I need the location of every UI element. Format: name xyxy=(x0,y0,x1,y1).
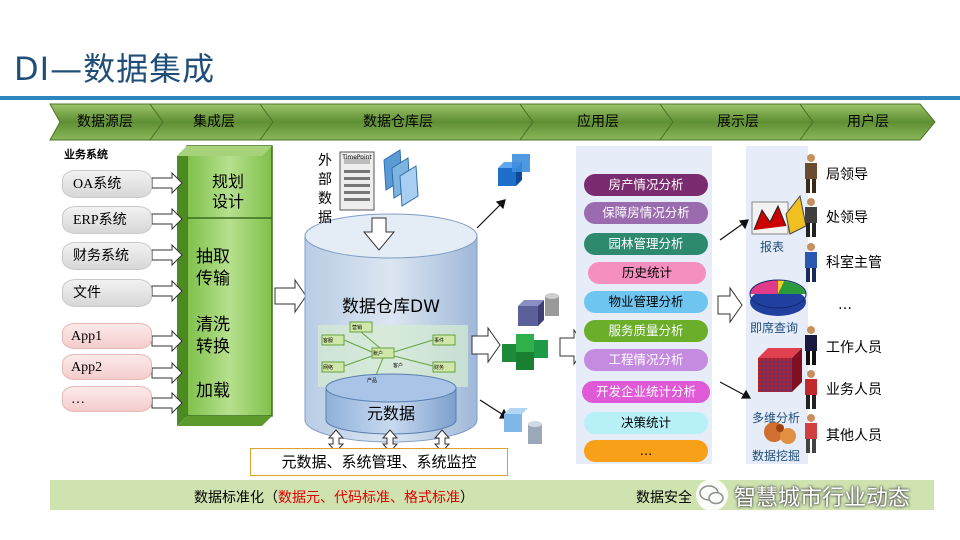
node-label: 事件 xyxy=(434,338,445,344)
integration-step-load: 加载 xyxy=(196,381,230,401)
source-item-erp: ERP系统 xyxy=(62,206,152,234)
user-figures xyxy=(805,154,817,453)
source-header: 业务系统 xyxy=(64,148,108,161)
user-label: 工作人员 xyxy=(826,340,882,356)
bottom-standard-bar xyxy=(50,480,934,510)
watermark-text: 智慧城市行业动态 xyxy=(734,486,911,511)
layer-label-warehouse: 数据仓库层 xyxy=(363,114,433,130)
arrow-to-cubes xyxy=(471,326,501,364)
pie-chart-icon xyxy=(749,279,807,316)
metadata-label: 元数据 xyxy=(366,404,415,423)
source-app-2: App2 xyxy=(62,354,152,380)
metadata-cylinder xyxy=(325,373,457,435)
application-item: 服务质量分析 xyxy=(584,320,708,342)
source-app-1: App1 xyxy=(62,323,152,349)
user-label: 其他人员 xyxy=(826,428,882,444)
layer-label-application: 应用层 xyxy=(577,114,619,130)
application-item: 物业管理分析 xyxy=(584,291,708,313)
layer-label-display: 展示层 xyxy=(717,114,759,130)
data-standard-text: 数据标准化（数据元、代码标准、格式标准） xyxy=(194,487,474,507)
user-label: … xyxy=(838,297,852,313)
management-box: 元数据、系统管理、系统监控 xyxy=(250,448,508,476)
page-title: DI—数据集成 xyxy=(14,50,216,88)
display-label-mining: 数据挖掘 xyxy=(752,449,801,463)
cube-grid-icon xyxy=(758,348,802,392)
wechat-logo-icon xyxy=(696,479,728,511)
application-item: 历史统计 xyxy=(588,262,706,284)
node-label: 产品 xyxy=(367,378,378,384)
application-item: 开发企业统计分析 xyxy=(582,381,710,403)
integration-step-transfer: 传输 xyxy=(196,269,230,289)
display-arrows xyxy=(719,219,752,399)
user-label: 局领导 xyxy=(826,167,868,183)
source-arrows xyxy=(151,171,183,415)
user-label: 科室主管 xyxy=(826,255,882,271)
integration-step-extract: 抽取 xyxy=(196,247,230,267)
user-label: 业务人员 xyxy=(826,382,882,398)
display-label-olap: 多维分析 xyxy=(752,411,801,425)
arrow-to-warehouse xyxy=(274,278,307,314)
application-item: 园林管理分析 xyxy=(584,233,708,255)
application-item: 工程情况分析 xyxy=(584,349,708,371)
node-label: 财务 xyxy=(434,365,445,371)
warehouse-label: 数据仓库DW xyxy=(342,297,440,317)
arrow-to-query xyxy=(717,286,743,324)
display-label-query: 即席查询 xyxy=(750,321,799,335)
node-label: 客服 xyxy=(323,338,334,344)
integration-step-clean: 清洗 xyxy=(196,315,230,335)
source-item-finance: 财务系统 xyxy=(62,242,152,270)
external-char-1: 外 xyxy=(318,153,332,169)
source-item-file: 文件 xyxy=(62,279,152,307)
application-item: 决策统计 xyxy=(584,412,708,434)
warehouse-output-arrows xyxy=(476,199,509,419)
user-label: 处领导 xyxy=(826,210,868,226)
report-icon xyxy=(751,194,807,235)
external-data-icons xyxy=(339,149,419,251)
standard-suffix: ） xyxy=(460,490,474,506)
external-doc-label: TimePoint xyxy=(342,154,372,161)
title-divider xyxy=(0,96,960,100)
display-label-report: 报表 xyxy=(760,240,785,254)
application-item: 房产情况分析 xyxy=(584,174,708,196)
standard-prefix: 数据标准化（ xyxy=(194,490,278,506)
cube-icons xyxy=(498,154,559,444)
external-char-3: 数 xyxy=(318,191,332,207)
data-security-label: 数据安全 xyxy=(636,490,692,506)
integration-plan-label: 规划 设计 xyxy=(212,172,245,211)
node-label: 营销 xyxy=(352,325,363,331)
source-item-oa: OA系统 xyxy=(62,170,152,198)
layer-label-source: 数据源层 xyxy=(77,114,133,130)
integration-block xyxy=(177,145,273,426)
node-label: 网络 xyxy=(323,365,334,371)
application-item: … xyxy=(584,440,708,462)
external-char-2: 部 xyxy=(318,172,332,188)
node-label: 客户 xyxy=(393,363,404,369)
source-app-more: … xyxy=(62,386,152,412)
layer-label-user: 用户层 xyxy=(847,114,889,130)
layer-label-integration: 集成层 xyxy=(193,114,235,130)
data-mining-icon xyxy=(764,422,796,444)
node-label: 账户 xyxy=(373,351,384,357)
standard-highlight: 数据元、代码标准、格式标准 xyxy=(278,490,460,506)
external-char-4: 据 xyxy=(318,210,332,226)
layer-bar xyxy=(49,103,936,141)
integration-step-transform: 转换 xyxy=(196,337,230,357)
application-item: 保障房情况分析 xyxy=(584,202,708,224)
